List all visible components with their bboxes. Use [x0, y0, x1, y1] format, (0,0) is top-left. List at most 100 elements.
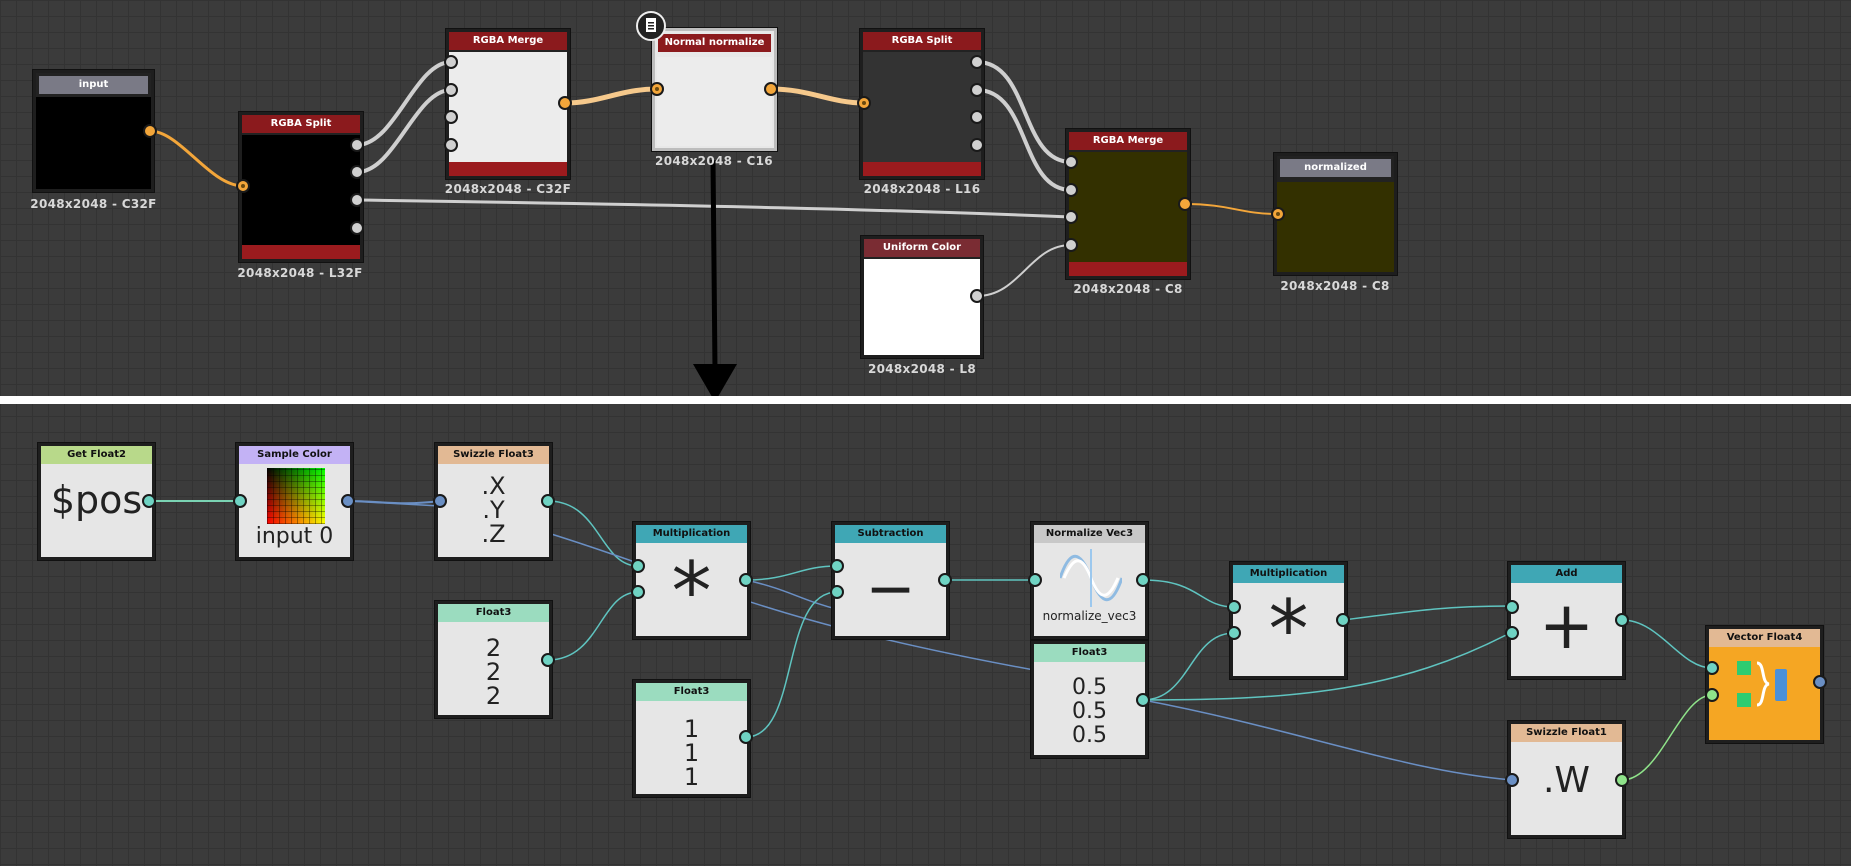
node-normal-normalize[interactable]: Normal normalize	[652, 28, 777, 151]
input-port[interactable]	[1505, 773, 1519, 787]
node-title: RGBA Merge	[1069, 132, 1187, 150]
output-port[interactable]	[1136, 573, 1150, 587]
input-port-a[interactable]	[830, 559, 844, 573]
input-port-b[interactable]	[1505, 626, 1519, 640]
node-preview	[657, 57, 772, 146]
node-preview	[449, 52, 567, 162]
output-port[interactable]	[142, 494, 156, 508]
fn-node-sample-color[interactable]: Sample Color input 0	[236, 443, 353, 560]
node-preview	[1277, 182, 1394, 272]
input-port-b[interactable]	[1705, 688, 1719, 702]
output-port[interactable]	[541, 653, 555, 667]
output-port[interactable]	[739, 730, 753, 744]
input-port[interactable]	[857, 96, 871, 110]
node-title: Multiplication	[1233, 565, 1344, 583]
input-port[interactable]	[1271, 207, 1285, 221]
wire	[1621, 694, 1713, 781]
output-port-g[interactable]	[350, 165, 364, 179]
output-port[interactable]	[341, 494, 355, 508]
output-port-r[interactable]	[970, 55, 984, 69]
output-port[interactable]	[970, 289, 984, 303]
node-title: input	[39, 76, 148, 94]
node-rgba-merge[interactable]: RGBA Merge	[1066, 129, 1190, 279]
fn-node-get-float2[interactable]: Get Float2 $pos	[38, 443, 155, 560]
output-port[interactable]	[1813, 675, 1827, 689]
fn-node-subtraction[interactable]: Subtraction −	[832, 522, 949, 639]
fn-node-vector-float4[interactable]: Vector Float4	[1706, 626, 1823, 743]
node-title: Uniform Color	[864, 239, 980, 257]
float3-value-y: 0.5	[1072, 699, 1107, 724]
input-port-g[interactable]	[1064, 183, 1078, 197]
input-port-a[interactable]	[631, 559, 645, 573]
output-port-r[interactable]	[350, 138, 364, 152]
node-preview	[864, 259, 980, 355]
document-icon[interactable]	[636, 11, 666, 41]
wire	[1142, 632, 1235, 701]
section-divider	[0, 396, 1851, 404]
node-title: Float3	[1034, 644, 1145, 662]
swizzle-x: .X	[481, 472, 506, 500]
output-port[interactable]	[1615, 773, 1629, 787]
vector-combine-icon	[1737, 661, 1787, 707]
fn-node-normalize-vec3[interactable]: Normalize Vec3 normalize_vec3	[1031, 522, 1148, 639]
node-value: normalize_vec3	[1042, 609, 1137, 623]
fn-node-float3[interactable]: Float3 2 2 2	[435, 601, 552, 718]
output-port[interactable]	[739, 573, 753, 587]
output-port[interactable]	[1136, 693, 1150, 707]
wire	[149, 129, 244, 188]
output-port-a[interactable]	[350, 221, 364, 235]
input-port[interactable]	[233, 494, 247, 508]
input-port-a[interactable]	[1227, 600, 1241, 614]
operator-symbol: *	[1268, 583, 1309, 676]
output-port-b[interactable]	[350, 193, 364, 207]
node-rgba-merge[interactable]: RGBA Merge	[446, 29, 570, 179]
fn-node-multiplication[interactable]: Multiplication *	[1230, 562, 1347, 679]
wire	[1142, 632, 1511, 701]
fn-node-add[interactable]: Add +	[1508, 562, 1625, 679]
output-port[interactable]	[764, 82, 778, 96]
fn-node-float3[interactable]: Float3 0.5 0.5 0.5	[1031, 641, 1148, 758]
node-rgba-split[interactable]: RGBA Split	[239, 112, 363, 262]
input-port-b[interactable]	[631, 585, 645, 599]
node-input[interactable]: input	[33, 70, 154, 192]
input-port-r[interactable]	[1064, 155, 1078, 169]
output-port[interactable]	[1178, 197, 1192, 211]
input-port-a[interactable]	[1505, 600, 1519, 614]
fn-node-multiplication[interactable]: Multiplication *	[633, 522, 750, 639]
input-port[interactable]	[1028, 573, 1042, 587]
wire	[1184, 203, 1279, 215]
fn-node-swizzle-float3[interactable]: Swizzle Float3 .X .Y .Z	[435, 443, 552, 560]
input-port[interactable]	[433, 494, 447, 508]
node-uniform-color[interactable]: Uniform Color	[861, 236, 983, 358]
output-port[interactable]	[541, 494, 555, 508]
float3-value-y: 2	[485, 658, 502, 686]
output-port-g[interactable]	[970, 83, 984, 97]
output-port[interactable]	[938, 573, 952, 587]
input-port-a[interactable]	[1705, 661, 1719, 675]
node-title: Swizzle Float1	[1511, 724, 1622, 742]
node-caption: 2048x2048 - C8	[1280, 279, 1390, 293]
input-port-b[interactable]	[1064, 210, 1078, 224]
node-rgba-split[interactable]: RGBA Split	[860, 29, 984, 179]
node-normalized-output[interactable]: normalized	[1274, 153, 1397, 275]
input-port[interactable]	[650, 82, 664, 96]
fn-node-swizzle-float1[interactable]: Swizzle Float1 .W	[1508, 721, 1625, 838]
input-port-b[interactable]	[830, 585, 844, 599]
output-port[interactable]	[1615, 613, 1629, 627]
output-port-a[interactable]	[970, 138, 984, 152]
operator-symbol: −	[865, 554, 916, 624]
input-port-a[interactable]	[1064, 238, 1078, 252]
output-port-b[interactable]	[970, 110, 984, 124]
input-port-b[interactable]	[444, 110, 458, 124]
input-port-a[interactable]	[444, 138, 458, 152]
output-port[interactable]	[558, 96, 572, 110]
input-port-b[interactable]	[1227, 626, 1241, 640]
wire	[356, 88, 452, 174]
output-port[interactable]	[143, 124, 157, 138]
input-port-g[interactable]	[444, 83, 458, 97]
fn-node-float3[interactable]: Float3 1 1 1	[633, 680, 750, 797]
output-port[interactable]	[1336, 613, 1350, 627]
input-port-r[interactable]	[444, 55, 458, 69]
input-port[interactable]	[236, 179, 250, 193]
